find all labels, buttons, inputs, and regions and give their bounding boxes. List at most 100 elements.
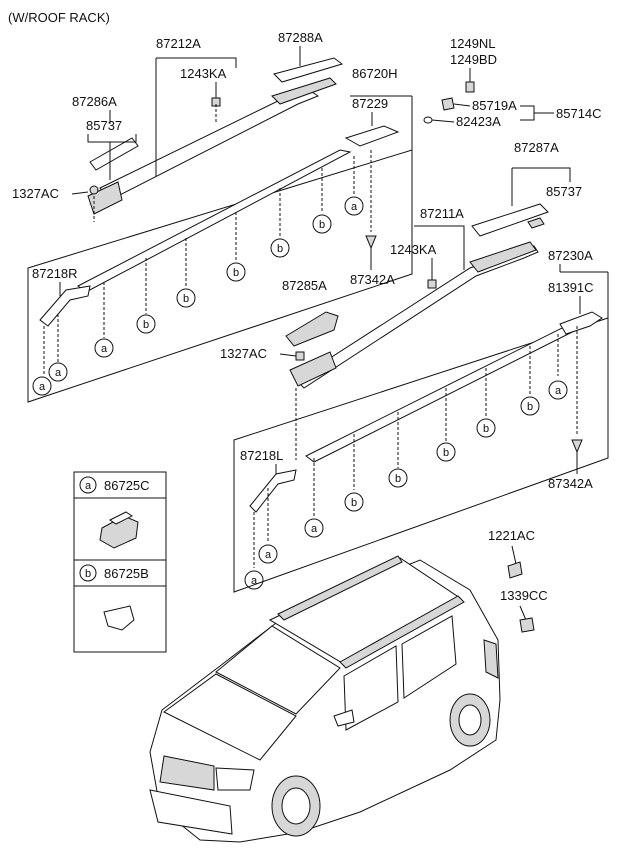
rh-callout-b-5: b <box>136 314 156 334</box>
leader-85719a <box>453 103 471 107</box>
label-1327ac-mid: 1327AC <box>220 346 267 361</box>
label-1339cc: 1339CC <box>500 588 548 603</box>
leader-1327ac-mid <box>279 353 297 357</box>
lh-callout-a-1: a <box>548 380 568 400</box>
label-1249nl: 1249NL <box>450 36 496 51</box>
lh-callout-a-3: a <box>258 544 278 564</box>
svg-text:a: a <box>351 201 358 213</box>
svg-text:a: a <box>555 385 562 397</box>
lh-cover-87285a <box>285 311 339 347</box>
leader-87287a-b <box>512 167 571 182</box>
label-87287a: 87287A <box>514 140 559 155</box>
rh-end-piece-87229 <box>344 125 400 147</box>
label-86720h: 86720H <box>352 66 398 81</box>
label-85714c: 85714C <box>556 106 602 121</box>
label-82423a: 82423A <box>456 114 501 129</box>
rh-side-moulding <box>77 149 352 293</box>
svg-text:b: b <box>395 473 401 485</box>
lh-callout-b-5: b <box>344 492 364 512</box>
rh-front-bracket <box>87 181 123 215</box>
lh-end-cap-87218l <box>249 469 297 513</box>
rh-callout-b-2: b <box>270 238 290 258</box>
legend-clip-86725b <box>103 605 135 631</box>
label-87288a: 87288A <box>278 30 323 45</box>
nut-1339cc <box>519 617 535 633</box>
bracket-85714c <box>520 105 535 121</box>
svg-text:a: a <box>265 549 272 561</box>
nut-85719a <box>441 97 455 111</box>
lh-nut-1327ac <box>295 351 305 361</box>
lh-cover-clip <box>527 217 545 229</box>
leader-1221ac <box>511 545 517 565</box>
svg-text:a: a <box>251 575 258 587</box>
label-87230a: 87230A <box>548 248 593 263</box>
vehicle-illustration <box>149 555 501 843</box>
label-87218l: 87218L <box>240 448 283 463</box>
rh-callout-b-3: b <box>226 262 246 282</box>
legend-letter-b: b <box>85 568 91 580</box>
svg-text:a: a <box>55 367 62 379</box>
leader-82423a <box>431 119 455 123</box>
legend-part-a: 86725C <box>104 478 150 493</box>
legend-row-b: b 86725B <box>79 564 149 582</box>
label-87285a: 87285A <box>282 278 327 293</box>
label-85719a: 85719A <box>472 98 517 113</box>
rh-callout-b-4: b <box>176 288 196 308</box>
label-1249bd: 1249BD <box>450 52 497 67</box>
label-87286a: 87286A <box>72 94 117 109</box>
leader-87212a-b <box>156 57 237 68</box>
rh-end-cover-87288a <box>273 57 344 83</box>
bolt-1249nl <box>465 81 475 93</box>
rh-assembly-frame <box>27 149 413 403</box>
svg-text:a: a <box>101 343 108 355</box>
lh-callout-b-1: b <box>520 396 540 416</box>
rh-callout-a-1: a <box>344 196 364 216</box>
lh-callout-a-2: a <box>304 518 324 538</box>
label-1327ac-top: 1327AC <box>12 186 59 201</box>
svg-text:b: b <box>443 447 449 459</box>
legend-part-b: 86725B <box>104 566 149 581</box>
rh-screw-1243ka <box>211 86 221 107</box>
leader-85737-top <box>87 134 137 143</box>
label-85737-right: 85737 <box>546 184 582 199</box>
svg-text:b: b <box>233 267 239 279</box>
svg-text:b: b <box>483 423 489 435</box>
washer-82423a <box>423 116 433 124</box>
label-87342a-top: 87342A <box>350 272 395 287</box>
label-87342a-bottom: 87342A <box>548 476 593 491</box>
diagram-title: (W/ROOF RACK) <box>8 10 110 25</box>
lh-screw-1243ka <box>427 272 437 289</box>
bolt-1221ac <box>507 561 523 579</box>
label-1243ka-mid: 1243KA <box>390 242 437 257</box>
label-87218r: 87218R <box>32 266 78 281</box>
lh-clip-87342a <box>571 439 583 454</box>
lh-end-piece <box>559 311 603 335</box>
label-87211a: 87211A <box>420 206 464 221</box>
legend-row-a: a 86725C <box>79 476 150 494</box>
svg-text:b: b <box>143 319 149 331</box>
rh-nut-1327ac <box>89 185 99 195</box>
label-87229: 87229 <box>352 96 388 111</box>
svg-text:b: b <box>527 401 533 413</box>
svg-text:b: b <box>319 219 325 231</box>
label-85737-top: 85737 <box>86 118 122 133</box>
rh-callout-b-1: b <box>312 214 332 234</box>
rh-end-cap-87218r <box>39 285 91 327</box>
lh-front-bracket <box>289 351 337 387</box>
svg-text:b: b <box>351 497 357 509</box>
svg-text:a: a <box>311 523 318 535</box>
rh-callout-a-4: a <box>32 376 52 396</box>
rh-clip-87342a <box>365 235 377 250</box>
rh-callout-a-3: a <box>48 362 68 382</box>
svg-text:b: b <box>183 293 189 305</box>
rh-callout-a-2: a <box>94 338 114 358</box>
lh-callout-b-3: b <box>436 442 456 462</box>
leader-1339cc <box>519 605 527 621</box>
leader-87211a <box>414 225 465 270</box>
label-87212a: 87212A <box>156 36 201 51</box>
lh-callout-b-2: b <box>476 418 496 438</box>
leader-1327ac-top <box>71 191 89 195</box>
rh-rail-joint <box>271 77 337 105</box>
label-1243ka-top: 1243KA <box>180 66 227 81</box>
